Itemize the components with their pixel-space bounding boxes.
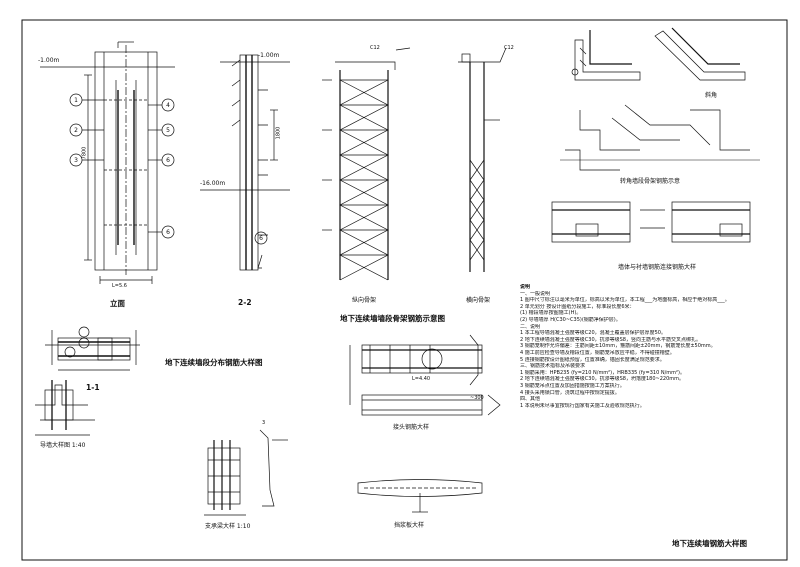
note-line: 4 接头采用锁口管，浇筑过程中按规定提拔。 [520, 389, 620, 396]
note-line: 3 钢筋笼制作允许偏差：主筋间距±10mm，箍筋间距±20mm，钢筋笼长度±50… [520, 343, 716, 350]
notes-block: 说明 一、一般说明 1 图中尺寸标注以毫米为单位，标高以米为单位，本工程___为… [520, 284, 790, 409]
note-line: 1 本说明未尽事宜按现行国家有关施工及验收规范执行。 [520, 402, 645, 409]
marker-5: 5 [166, 127, 170, 134]
guide-wall-view [35, 380, 95, 436]
dim-num3: 3 [262, 420, 266, 426]
title-section-11: 1-1 [86, 383, 100, 392]
marker-4: 4 [166, 102, 170, 109]
note-line: 1 图中尺寸标注以毫米为单位，标高以米为单位，本工程___为地面标高，相应于绝对… [520, 297, 730, 304]
title-wall-joint: 墙体与衬墙钢筋连接钢筋大样 [618, 264, 697, 271]
note-line: 5 连接钢筋按设计图纸预留，位置准确，锚固长度满足规范要求。 [520, 356, 665, 363]
section-11-view [45, 326, 140, 371]
note-line: (1) 槽段墙厚按图施工(H)。 [520, 310, 582, 317]
support-beam-view [204, 429, 288, 516]
wall-joint-view [551, 201, 751, 243]
note-line: 一、一般说明 [520, 290, 551, 297]
note-line: 3 钢筋笼吊点位置及加固措施按施工方案执行。 [520, 382, 625, 389]
note-line: 2 地下连续墙混凝土强度等级C30，抗渗等级S8，坍落度180~220mm。 [520, 376, 684, 383]
title-joint-head: 接头钢筋大样 [393, 424, 430, 431]
dim-h1: 7800 [81, 146, 88, 160]
section-22-view [200, 54, 290, 271]
note-line: 1 钢筋采用：HPB235 (fy=210 N/mm²)，HRB335 (fy=… [520, 369, 685, 376]
vertical-truss-view [322, 47, 411, 281]
elevation-view [40, 41, 175, 284]
title-corner-joint: 转角墙段骨架钢筋示意 [620, 178, 681, 185]
sheet-main-title: 地下连续墙钢筋大样图 [672, 539, 747, 548]
note-line: 四、其他 [520, 396, 541, 403]
dim-spec2: ~300 [470, 395, 484, 401]
dim-w1: L=5.6 [112, 283, 127, 289]
dim-spec1: L=4.40 [412, 376, 431, 382]
note-line: (2) 导墙墙厚 H(C30~C35)(钢筋净保护层)。 [520, 316, 621, 323]
level-top-label-2: -1.00m [258, 52, 280, 59]
marker-2: 2 [74, 127, 78, 134]
title-elevation: 立面 [110, 299, 125, 308]
title-support-beam: 支承梁大样 1:10 [205, 523, 251, 530]
corner-joint-view [560, 27, 760, 171]
title-vertical-truss: 纵向骨架 [352, 297, 377, 304]
title-stopper: 挡浆板大样 [394, 522, 425, 529]
note-line: 二、说明 [520, 323, 541, 330]
note-line: 1 本工程导墙混凝土强度等级C20，混凝土覆盖层保护层厚度50。 [520, 330, 666, 337]
title-section-22: 2-2 [238, 298, 252, 307]
marker-6: 6 [166, 157, 170, 164]
marker-1: 1 [74, 97, 78, 104]
title-slope: 斜角 [705, 92, 718, 99]
horizontal-truss-view [458, 47, 507, 272]
title-cage-truss: 地下连续墙墙段骨架钢筋示意图 [340, 314, 445, 323]
note-line: 2 单元划分 按设计图纸分段施工，标准段长度6米： [520, 303, 635, 310]
dim-slab: C12 [370, 45, 380, 51]
level-bottom-label: -16.00m [200, 180, 226, 187]
notes-heading: 说明 [520, 284, 531, 290]
dim-slab-2: C12 [504, 45, 514, 51]
title-rebar-layout: 地下连续墙段分布钢筋大样图 [165, 358, 263, 367]
sheet-border [21, 19, 788, 561]
note-line: 2 地下连续墙混凝土强度等级C30，抗渗等级S8，竖向主筋与水平筋交叉点绑扎。 [520, 336, 701, 343]
marker-7: 6 [166, 229, 170, 236]
marker-3: 3 [74, 157, 78, 164]
stopper-view [357, 479, 483, 513]
joint-head-view [349, 334, 501, 416]
title-guide-wall: 导墙大样图 1:40 [40, 442, 86, 449]
title-horizontal-truss: 横向骨架 [466, 297, 491, 304]
dim-h2: 1800 [275, 126, 282, 140]
note-line: 4 施工前应检查导墙及槽段位置，钢筋笼吊放应平稳，不得碰撞槽壁。 [520, 349, 675, 356]
level-top-label: -1.00m [38, 57, 60, 64]
note-line: 三、钢筋技术指标及吊装要求 [520, 363, 586, 370]
marker-8: 6 [259, 235, 263, 242]
